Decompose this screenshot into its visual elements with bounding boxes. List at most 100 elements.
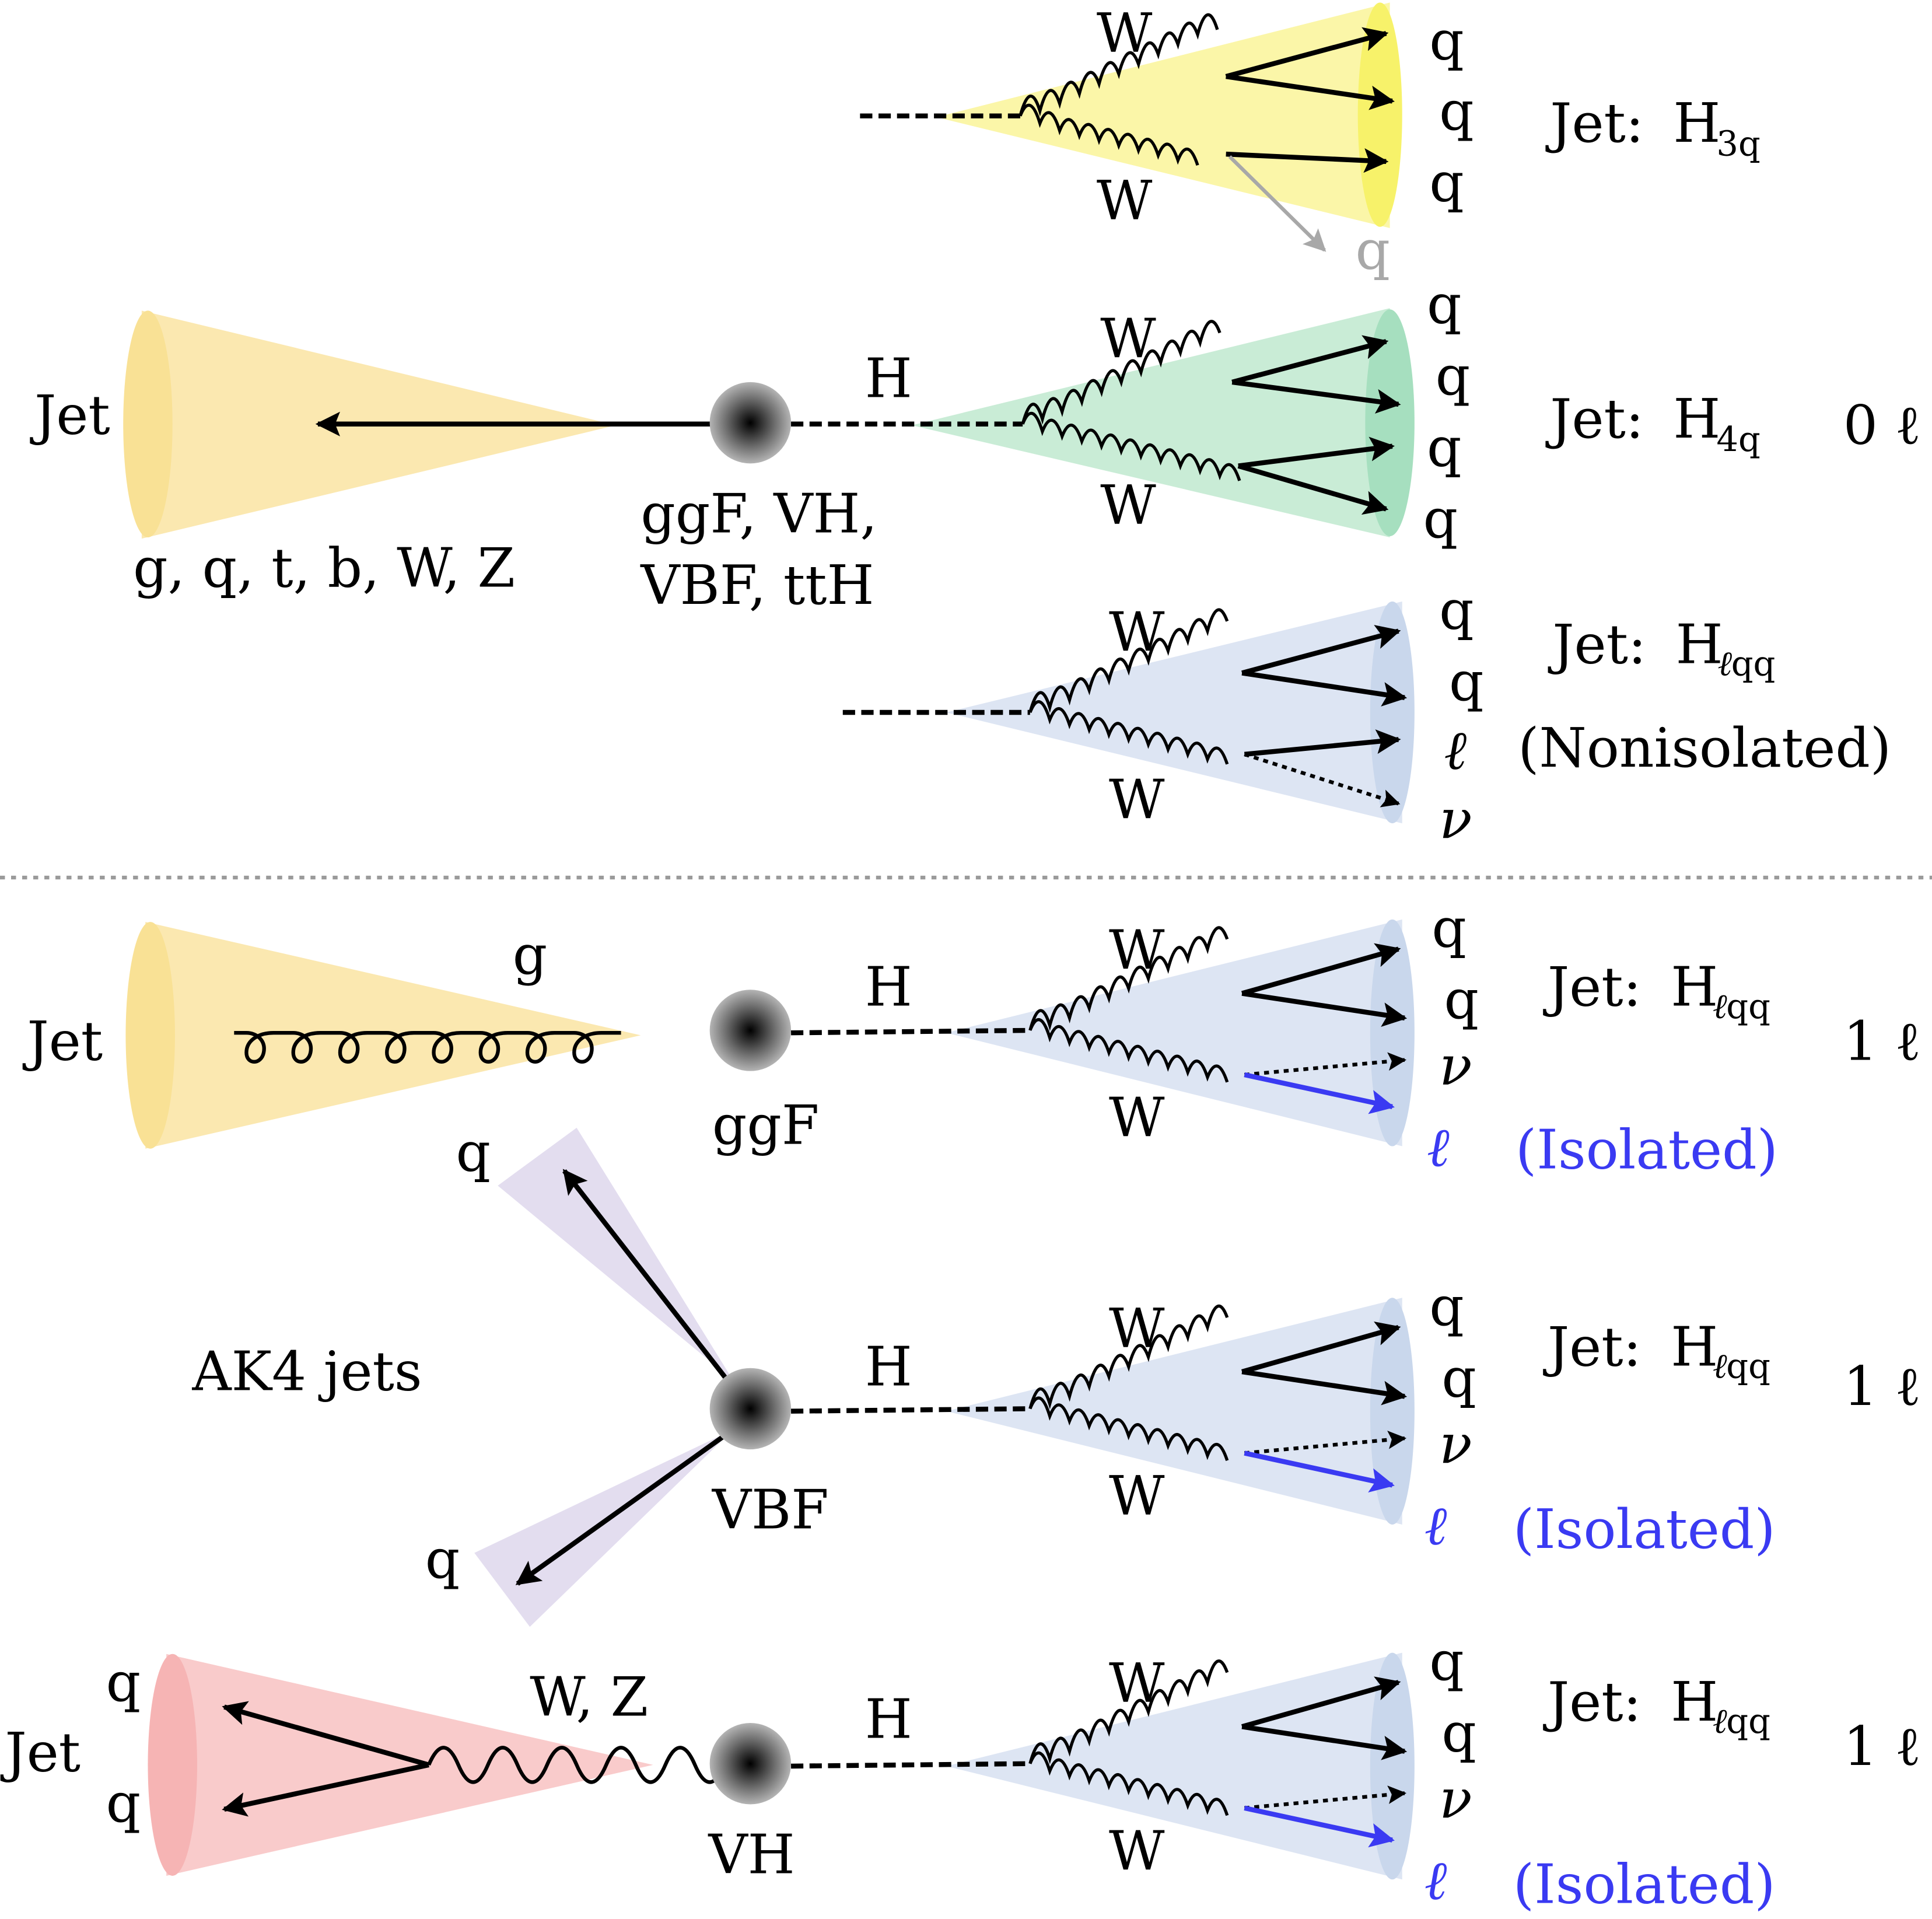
svg-text:qq: qq xyxy=(1726,986,1770,1026)
isolated-note: (Isolated) xyxy=(1513,1852,1776,1915)
w-label: W xyxy=(1109,1819,1165,1882)
svg-text:ℓ: ℓ xyxy=(1717,644,1732,684)
product-label: ν xyxy=(1439,1034,1472,1097)
product-label: q xyxy=(1429,1275,1464,1338)
quark-arrow xyxy=(222,1762,429,1817)
hlqq-isolated-jet-cone xyxy=(946,919,1415,1146)
svg-text:Jet:: Jet: xyxy=(1545,387,1644,450)
jet-label: Jet xyxy=(0,1721,80,1784)
higgs-label: H xyxy=(865,956,912,1019)
quark-arrow xyxy=(222,1701,430,1767)
jet-label: Jet xyxy=(22,1010,103,1073)
product-label: q xyxy=(1436,344,1470,407)
w-boson-bottom xyxy=(1028,1396,1229,1461)
production-modes-line1: ggF, VH, xyxy=(640,483,877,546)
w-label: W xyxy=(1109,1464,1165,1527)
forward-quark-label: q xyxy=(425,1527,460,1591)
forward-quark-arrow xyxy=(515,1430,731,1586)
jet-type-hlqq: Jet: H ℓ qq xyxy=(1543,1315,1770,1386)
lepton-category-1l: 1 ℓ xyxy=(1843,1355,1921,1418)
svg-text:qq: qq xyxy=(1726,1346,1770,1386)
isolated-lepton-arrow xyxy=(1244,1805,1395,1848)
product-label: q xyxy=(1432,896,1466,959)
product-label: q xyxy=(1444,968,1479,1031)
quark-arrow xyxy=(1237,463,1389,515)
svg-text:ℓ: ℓ xyxy=(1713,986,1727,1026)
quark-label: q xyxy=(106,1771,141,1834)
isolated-lepton-label: ℓ xyxy=(1424,1494,1447,1557)
svg-text:ℓ: ℓ xyxy=(1713,1701,1727,1741)
higgs-line xyxy=(791,1406,1030,1414)
gluon-label: g xyxy=(513,924,547,987)
svg-text:4q: 4q xyxy=(1716,419,1760,459)
svg-text:H: H xyxy=(1671,1315,1718,1378)
w-boson-bottom-h4q xyxy=(1021,411,1241,481)
w-label: W xyxy=(1097,169,1153,232)
production-vertex xyxy=(709,382,792,464)
svg-text:ℓ: ℓ xyxy=(1713,1346,1727,1386)
forward-quark-arrow xyxy=(562,1169,732,1385)
gluon-line xyxy=(234,1031,621,1064)
quark-arrow xyxy=(1226,148,1389,173)
w-label: W xyxy=(1109,768,1165,831)
svg-text:Jet:: Jet: xyxy=(1543,956,1642,1019)
svg-text:Jet:: Jet: xyxy=(1543,1315,1642,1378)
forward-quark-label: q xyxy=(456,1121,491,1184)
lepton-category-1l: 1 ℓ xyxy=(1843,1010,1921,1073)
product-label: q xyxy=(1429,9,1464,72)
product-label: ν xyxy=(1439,1768,1472,1831)
product-label: q xyxy=(1441,1701,1476,1764)
production-vh-label: VH xyxy=(708,1823,795,1886)
w-label: W xyxy=(1100,474,1156,537)
jet-type-hlqq: Jet: H ℓ qq xyxy=(1543,956,1770,1026)
quark-arrow xyxy=(1226,74,1395,110)
lost-quark-label: q xyxy=(1355,219,1390,282)
svg-text:H: H xyxy=(1673,92,1720,155)
isolated-lepton-label: ℓ xyxy=(1427,1116,1450,1179)
hlqq-isolated-jet-cone xyxy=(946,1652,1415,1880)
product-label: q xyxy=(1427,273,1461,336)
w-boson-top-h4q xyxy=(1021,320,1222,425)
product-label: q xyxy=(1439,578,1474,641)
quark-arrow xyxy=(1241,1322,1401,1375)
svg-text:Jet:: Jet: xyxy=(1543,1670,1642,1733)
nonisolated-note: (Nonisolated) xyxy=(1518,716,1891,780)
ggf-gluon-jet-cone xyxy=(125,922,641,1149)
jet-type-h4q: Jet: H 4q xyxy=(1545,387,1760,459)
higgs-line xyxy=(791,1761,1030,1769)
higgs-label: H xyxy=(865,1335,912,1398)
production-modes-line2: VBF, ttH xyxy=(640,554,874,617)
w-boson-top-hlqq xyxy=(1028,608,1229,714)
neutrino-arrow xyxy=(1244,1430,1407,1455)
w-boson-bottom xyxy=(1028,1751,1229,1816)
isolated-note: (Isolated) xyxy=(1513,1498,1776,1561)
recoil-particles-label: g, q, t, b, W, Z xyxy=(133,537,515,600)
higgs-label: H xyxy=(865,347,912,410)
higgs-label: H xyxy=(865,1687,912,1750)
svg-text:H: H xyxy=(1671,1670,1718,1733)
w-boson-top-h3q xyxy=(1019,13,1219,117)
quark-arrow xyxy=(1241,991,1408,1027)
quark-arrow xyxy=(1225,27,1389,79)
svg-text:Jet:: Jet: xyxy=(1545,92,1644,155)
product-label: ν xyxy=(1439,1413,1472,1476)
w-label: W xyxy=(1109,600,1165,663)
production-vertex xyxy=(709,1723,792,1805)
svg-text:H: H xyxy=(1671,956,1718,1019)
w-label: W xyxy=(1097,2,1153,65)
lepton-category-1l: 1 ℓ xyxy=(1843,1715,1921,1778)
w-label: W xyxy=(1109,1652,1165,1715)
hlqq-isolated-jet-cone xyxy=(946,1298,1415,1525)
quark-arrow xyxy=(1231,379,1401,414)
quark-arrow xyxy=(1241,1676,1401,1729)
w-boson-top xyxy=(1028,1304,1229,1410)
production-vbf-label: VBF xyxy=(712,1478,829,1541)
product-label: q xyxy=(1429,151,1464,214)
svg-text:H: H xyxy=(1673,387,1720,450)
product-label: q xyxy=(1423,487,1458,550)
isolated-lepton-arrow xyxy=(1244,1450,1395,1492)
lost-quark-arrow xyxy=(1228,155,1326,252)
svg-text:qq: qq xyxy=(1731,644,1776,684)
isolated-lepton-label: ℓ xyxy=(1424,1849,1447,1912)
h4q-jet-cone xyxy=(912,308,1415,538)
